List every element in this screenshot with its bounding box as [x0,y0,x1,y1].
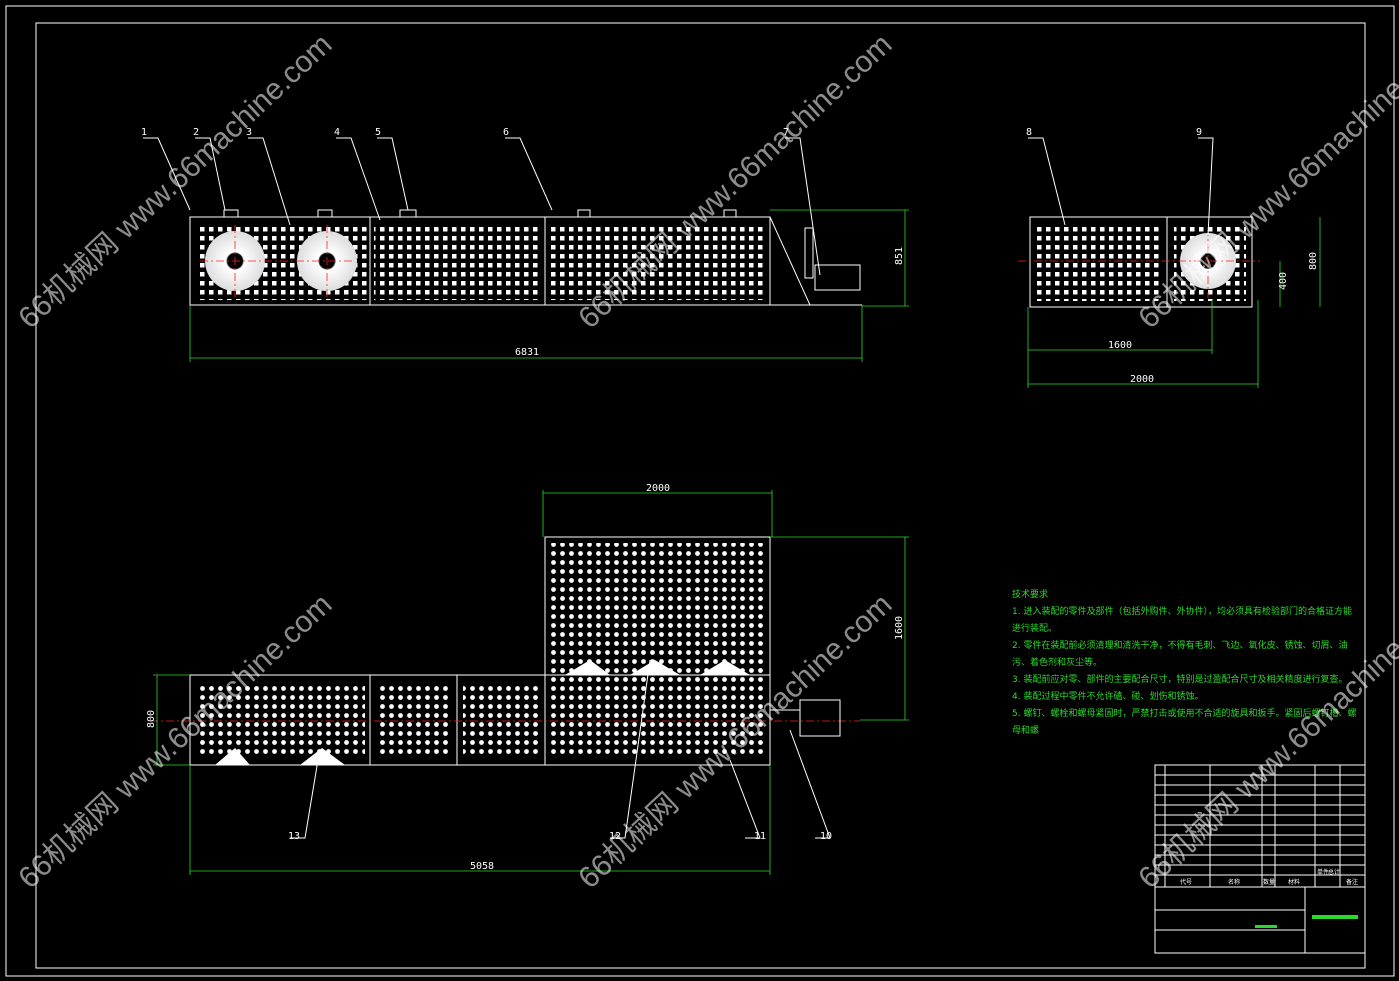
top-5058-dim: 5058 [470,861,494,872]
svg-text:1. 进入装配的零件及部件（包括外购件、外协件），均必须具有: 1. 进入装配的零件及部件（包括外购件、外协件），均必须具有检验部门的合格证方能 [1012,605,1352,617]
callout-labels-side: 8 9 [1026,127,1202,138]
svg-text:6: 6 [503,127,509,138]
svg-text:8: 8 [1026,127,1032,138]
front-height-dim: 851 [894,247,905,265]
title-block-headers: 代号 名称 数量 材料 单件 总计 备注 [1180,868,1358,886]
svg-text:13: 13 [288,831,300,842]
svg-text:12: 12 [609,831,621,842]
top-800-dim: 800 [146,710,157,728]
svg-text:总计: 总计 [1328,868,1340,876]
svg-text:7: 7 [783,127,789,138]
svg-text:备注: 备注 [1346,878,1358,886]
svg-text:11: 11 [754,831,766,842]
svg-text:4: 4 [334,127,340,138]
top-2000-dim: 2000 [646,483,670,494]
svg-text:母和螺: 母和螺 [1012,725,1039,736]
svg-text:2. 零件在装配前必须清理和清洗干净，不得有毛刺、飞边、氧化: 2. 零件在装配前必须清理和清洗干净，不得有毛刺、飞边、氧化皮、锈蚀、切屑、油 [1012,639,1347,651]
svg-text:数量: 数量 [1263,878,1275,886]
svg-text:66机械网 www.66machine.com: 66机械网 www.66machine.com [1132,28,1399,335]
svg-text:10: 10 [820,831,832,842]
svg-text:9: 9 [1196,127,1202,138]
svg-text:3. 装配前应对零、部件的主要配合尺寸，特别是过盈配合尺寸及: 3. 装配前应对零、部件的主要配合尺寸，特别是过盈配合尺寸及相关精度进行复查。 [1012,673,1347,685]
svg-text:5. 螺钉、螺栓和螺母紧固时，严禁打击或使用不合适的旋具和扳: 5. 螺钉、螺栓和螺母紧固时，严禁打击或使用不合适的旋具和扳手。紧固后螺钉槽、螺 [1012,707,1356,719]
top-1600-dim: 1600 [894,616,905,640]
svg-text:技术要求: 技术要求 [1012,588,1048,600]
technical-notes: 技术要求 1. 进入装配的零件及部件（包括外购件、外协件），均必须具有检验部门的… [1012,588,1356,736]
motor [814,264,861,291]
svg-text:污、着色剂和灰尘等。: 污、着色剂和灰尘等。 [1012,656,1102,668]
inner-frame [35,22,1366,969]
top-view [150,490,909,875]
front-view [143,137,909,362]
svg-text:材料: 材料 [1288,878,1300,886]
callout-labels-front: 1 2 3 4 5 6 7 [141,127,789,138]
side-2000-dim: 2000 [1130,374,1154,385]
svg-text:进行装配。: 进行装配。 [1012,622,1057,634]
side-400-dim: 400 [1278,272,1289,290]
side-800-dim: 800 [1308,252,1319,270]
svg-text:66机械网 www.66machine.com: 66机械网 www.66machine.com [1132,588,1399,895]
svg-text:4. 装配过程中零件不允许磕、碰、划伤和锈蚀。: 4. 装配过程中零件不允许磕、碰、划伤和锈蚀。 [1012,690,1203,702]
svg-text:单件: 单件 [1317,868,1329,876]
side-view [1018,137,1321,388]
svg-text:2: 2 [193,127,199,138]
side-1600-dim: 1600 [1108,340,1132,351]
outer-frame [5,5,1395,977]
callout-labels-top: 13 12 11 10 [288,831,832,842]
svg-text:5: 5 [375,127,381,138]
title-block [1154,764,1366,954]
motor [799,699,841,737]
svg-text:3: 3 [246,127,252,138]
svg-text:代号: 代号 [1180,878,1192,886]
svg-text:名称: 名称 [1228,878,1240,886]
front-length-dim: 6831 [515,347,539,358]
svg-text:1: 1 [141,127,147,138]
